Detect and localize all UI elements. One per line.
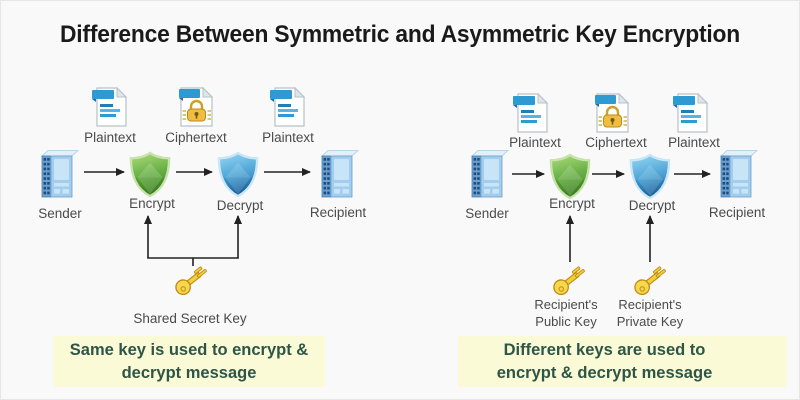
shared-secret-key-label: Shared Secret Key — [133, 311, 247, 326]
recipient-label: Recipient — [708, 205, 766, 220]
encrypt-label: Encrypt — [129, 196, 175, 211]
asymmetric-caption: Different keys are used to encrypt & dec… — [458, 336, 787, 387]
plaintext-document-icon — [268, 85, 308, 129]
encrypt-label: Encrypt — [549, 196, 595, 211]
plaintext-document-icon — [90, 85, 130, 129]
plaintext-label: Plaintext — [84, 130, 136, 145]
sender-server-icon — [467, 147, 509, 199]
ciphertext-document-lock-icon — [176, 85, 216, 129]
decrypt-label: Decrypt — [216, 198, 264, 213]
recipient-server-icon — [317, 147, 359, 199]
sender-label: Sender — [38, 206, 82, 221]
public-key-label: Recipient's Public Key — [534, 297, 598, 329]
decrypt-label: Decrypt — [628, 198, 676, 213]
recipient-label: Recipient — [309, 205, 367, 220]
encrypt-shield-icon — [128, 151, 172, 198]
decrypt-shield-icon — [216, 151, 260, 198]
public-key-icon — [547, 261, 591, 301]
plaintext-label: Plaintext — [668, 135, 720, 150]
private-key-icon — [628, 261, 672, 301]
ciphertext-label: Ciphertext — [585, 135, 647, 150]
encrypt-shield-icon — [548, 153, 592, 200]
recipient-server-icon — [716, 147, 758, 199]
sender-server-icon — [37, 147, 79, 199]
shared-secret-key-icon — [169, 261, 213, 301]
sender-label: Sender — [465, 206, 509, 221]
plaintext-document-icon — [511, 91, 551, 135]
private-key-label: Recipient's Private Key — [616, 297, 684, 329]
ciphertext-label: Ciphertext — [165, 130, 227, 145]
plaintext-label: Plaintext — [509, 135, 561, 150]
symmetric-caption: Same key is used to encrypt & decrypt me… — [53, 336, 325, 387]
plaintext-label: Plaintext — [262, 130, 314, 145]
plaintext-document-icon — [671, 91, 711, 135]
page-title: Difference Between Symmetric and Asymmet… — [60, 21, 740, 48]
ciphertext-document-lock-icon — [592, 91, 632, 135]
decrypt-shield-icon — [628, 153, 672, 200]
